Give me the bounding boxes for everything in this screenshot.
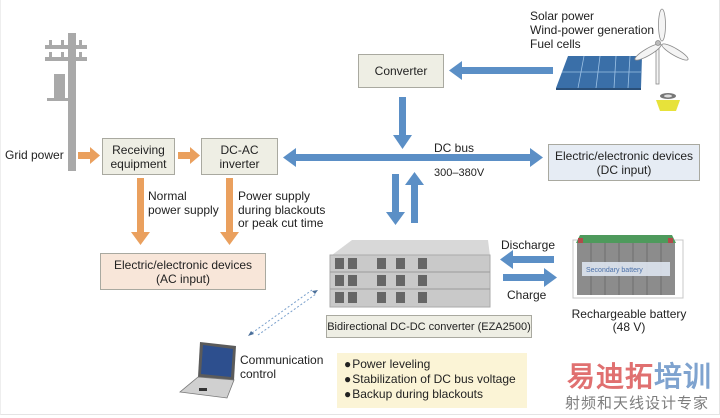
converter-to-bus-arrow	[393, 97, 412, 149]
dcac-inverter-line2: inverter	[219, 156, 260, 171]
grid-to-receiving-arrow	[78, 147, 100, 164]
dcac-inverter-box: DC-AC inverter	[201, 138, 278, 175]
discharge-arrow	[500, 250, 554, 269]
dc-devices-line2: (DC input)	[596, 162, 652, 177]
charge-arrow	[503, 268, 557, 287]
battery-icon	[572, 235, 684, 299]
battery-label-line1: Rechargeable battery	[571, 307, 687, 321]
dcdc-converter-label-box: Bidirectional DC-DC converter (EZA2500)	[326, 315, 532, 338]
feature-item: Power leveling	[344, 357, 527, 372]
receiving-equipment-line1: Receiving	[112, 142, 165, 157]
features-box: Power leveling Stabilization of DC bus v…	[337, 353, 527, 408]
blackout-supply-line1: Power supply	[238, 189, 311, 203]
dcac-inverter-line1: DC-AC	[220, 142, 259, 157]
ac-devices-line2: (AC input)	[155, 271, 211, 286]
normal-supply-arrow	[131, 178, 150, 245]
normal-supply-line2: power supply	[148, 203, 219, 217]
battery-label-line2: (48 V)	[612, 320, 646, 334]
link-arrowhead-right	[312, 290, 318, 294]
source-fuelcell-label: Fuel cells	[530, 37, 581, 51]
bus-to-converter-arrow	[386, 174, 405, 225]
discharge-label: Discharge	[501, 238, 556, 252]
converter-to-bus-up-arrow	[405, 172, 424, 223]
watermark-subtitle: 射频和天线设计专家	[565, 394, 710, 412]
link-arrowhead-left	[248, 331, 254, 336]
watermark-title: 易迪拓培训	[567, 362, 712, 392]
blackout-supply-line2: during blackouts	[238, 203, 326, 217]
dcdc-converter-label: Bidirectional DC-DC converter (EZA2500)	[327, 320, 531, 333]
converter-box: Converter	[358, 54, 444, 88]
communication-line2: control	[240, 367, 277, 381]
dc-bus-voltage: 300–380V	[434, 167, 485, 179]
communication-line1: Communication	[240, 353, 324, 367]
receiving-to-inverter-arrow	[178, 147, 200, 164]
feature-item: Stabilization of DC bus voltage	[344, 372, 527, 387]
dc-devices-box: Electric/electronic devices (DC input)	[548, 144, 700, 181]
watermark-title-red: 易迪拓	[567, 361, 655, 392]
source-wind-label: Wind-power generation	[530, 23, 655, 37]
grid-power-label: Grid power	[5, 148, 64, 162]
utility-pole-icon	[45, 33, 87, 171]
wind-turbine-icon	[634, 8, 689, 85]
dc-bus-label: DC bus	[434, 141, 475, 155]
ac-devices-box: Electric/electronic devices (AC input)	[100, 253, 266, 290]
normal-supply-line1: Normal	[148, 189, 187, 203]
dc-devices-line1: Electric/electronic devices	[554, 148, 694, 163]
fuel-cell-icon	[656, 93, 680, 111]
dcdc-converter-device-icon	[329, 240, 491, 308]
ac-devices-line1: Electric/electronic devices	[113, 257, 253, 272]
converter-label: Converter	[374, 64, 428, 78]
battery-inner-label: Secondary battery	[586, 267, 643, 274]
communication-link	[251, 289, 317, 336]
receiving-equipment-line2: equipment	[110, 156, 167, 171]
watermark-title-blue: 培训	[654, 361, 713, 392]
sources-to-converter-arrow	[449, 61, 553, 80]
blackout-supply-arrow	[220, 178, 239, 245]
receiving-equipment-box: Receiving equipment	[102, 138, 175, 175]
laptop-icon	[179, 342, 236, 399]
feature-item: Backup during blackouts	[344, 387, 527, 402]
blackout-supply-line3: or peak cut time	[238, 216, 324, 230]
dc-bus-arrow	[283, 148, 543, 167]
solar-panel-icon	[556, 55, 642, 90]
charge-label: Charge	[507, 288, 547, 302]
source-solar-label: Solar power	[530, 9, 595, 23]
